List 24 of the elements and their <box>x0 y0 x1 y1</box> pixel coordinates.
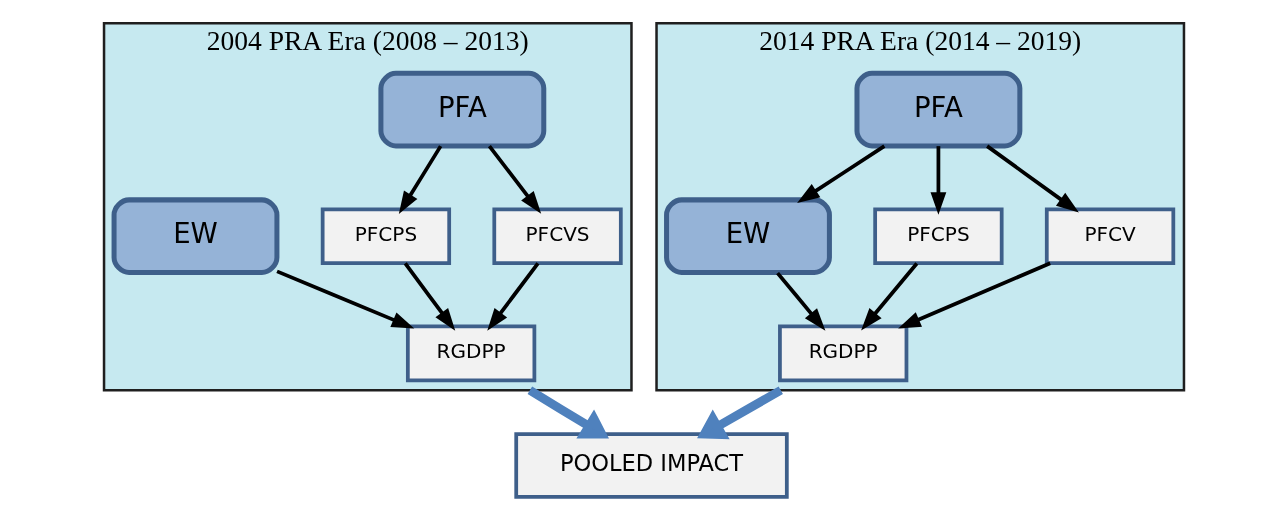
node-box: POOLED IMPACT <box>514 432 789 499</box>
node-box: EW <box>664 197 832 276</box>
node-box: EW <box>111 197 280 276</box>
node-box: PFA <box>854 70 1023 149</box>
node-box: PFA <box>378 70 547 149</box>
arrow <box>527 386 609 439</box>
arrow <box>403 262 456 331</box>
arrow <box>776 271 826 331</box>
arrow <box>930 146 947 215</box>
arrow <box>986 144 1079 213</box>
node-box: RGDPP <box>778 324 909 383</box>
arrow <box>697 386 783 440</box>
arrow <box>276 269 415 329</box>
node-box: RGDPP <box>405 324 537 383</box>
arrow <box>487 262 540 331</box>
arrow <box>797 144 886 203</box>
arrow <box>487 145 542 214</box>
arrow <box>898 261 1051 329</box>
node-box: PFCV <box>1044 207 1176 265</box>
arrow <box>398 145 443 214</box>
arrow <box>861 262 919 331</box>
node-box: PFCPS <box>873 207 1004 265</box>
node-box: PFCVS <box>492 207 623 265</box>
node-box: PFCPS <box>320 207 452 265</box>
